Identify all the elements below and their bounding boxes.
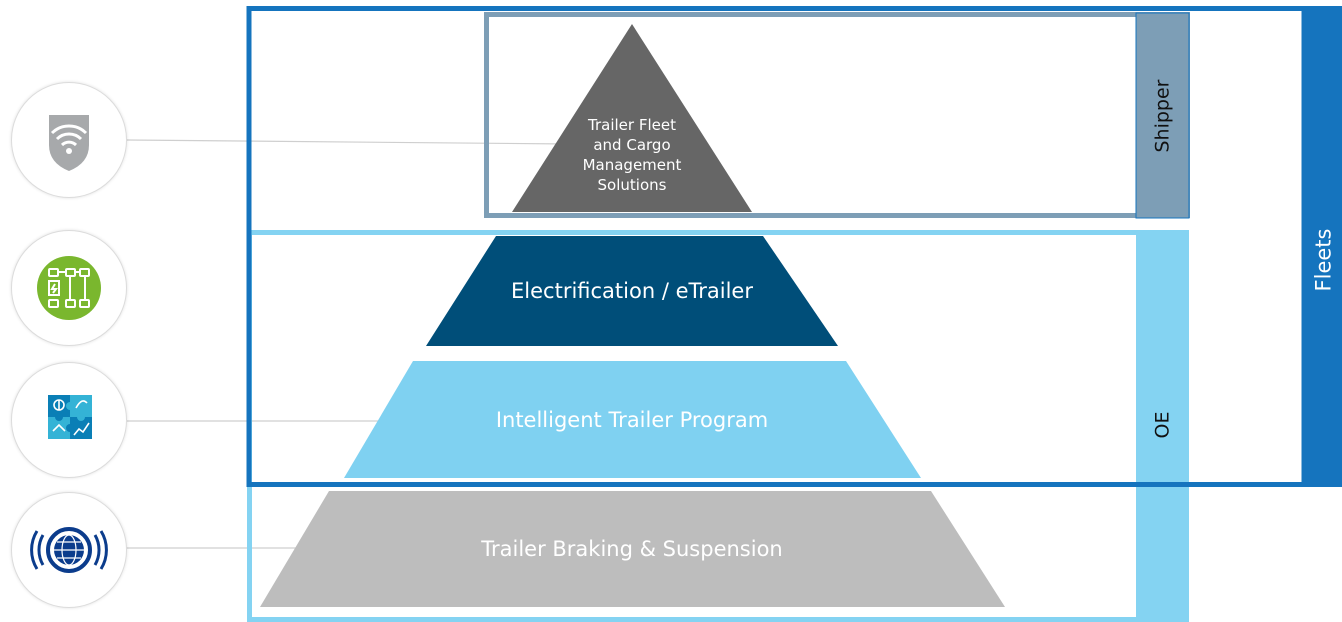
tier-braking-shape	[260, 491, 1005, 607]
fleets-bar	[1304, 6, 1342, 487]
tier-top-label: Trailer Fleet and Cargo Management Solut…	[552, 115, 712, 195]
oe-bar	[1136, 232, 1189, 622]
shipper-bar	[1135, 12, 1190, 219]
tier-top-line-2: and Cargo	[593, 136, 671, 154]
puzzle-icon	[11, 362, 127, 478]
axle-chassis-icon	[11, 230, 127, 346]
tier-intelligent-shape	[344, 361, 921, 478]
tier-electrification-shape	[426, 236, 838, 346]
wifi-shield-icon	[11, 82, 127, 198]
connector-line-top	[125, 139, 571, 145]
tier-top-line-1: Trailer Fleet	[588, 116, 676, 134]
tier-top-line-3: Management	[582, 156, 682, 174]
tier-electrification-label: Electrification / eTrailer	[511, 279, 753, 303]
tier-top-shape	[512, 24, 752, 212]
tier-intelligent-label: Intelligent Trailer Program	[495, 408, 769, 432]
fleets-label: Fleets	[1311, 228, 1335, 292]
shipper-label: Shipper	[1151, 78, 1174, 153]
tier-braking-label: Trailer Braking & Suspension	[481, 537, 783, 561]
globe-network-icon	[11, 492, 127, 608]
tier-top-line-4: Solutions	[597, 176, 667, 194]
oe-label: OE	[1151, 411, 1174, 439]
